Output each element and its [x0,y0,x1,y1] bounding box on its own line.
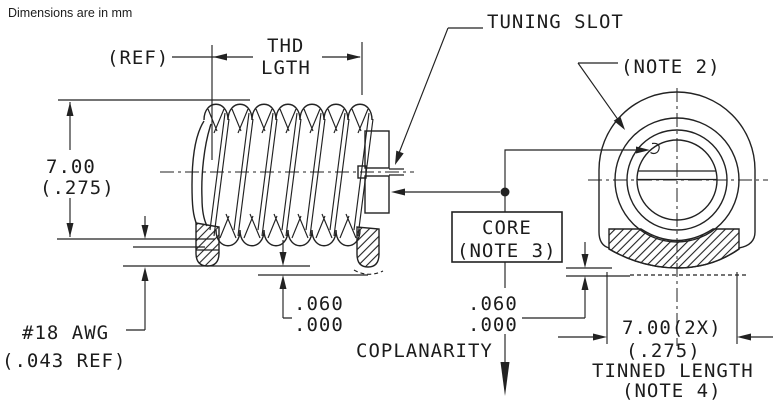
height-bottom-arrow [66,223,74,237]
ref-label: (REF) [107,47,169,69]
wire-gauge-label: #18 AWG [22,322,109,344]
tinned-length-note: (NOTE 4) [622,380,722,402]
thd-label: THD [267,35,304,57]
tuning-slot-label: TUNING SLOT [487,11,624,33]
note2-arrow [613,116,625,130]
tinned-length-label: TINNED LENGTH [592,360,754,382]
thd-right-arrow [347,53,361,61]
right-tinned-lead [356,226,380,268]
right-coplanarity-max: .060 [468,293,518,315]
wire-gauge-ref-label: (.043 REF) [2,350,126,372]
height-top-arrow [66,102,74,116]
tinned-length-right-arrow [737,333,751,341]
dimensions [57,27,773,396]
core-side-arrow [391,188,405,196]
tinned-band [608,228,740,269]
tinned-length-mm: 7.00(2X) [622,317,722,339]
leader-junction-dot [500,187,510,197]
coplanarity-label: COPLANARITY [356,340,493,362]
tinned-length-left-arrow [593,333,607,341]
wire-dia-up-arrow [141,267,149,281]
lgth-label: LGTH [261,57,311,79]
tuning-slot-arrow [395,150,404,165]
slot-hook-glyph [650,142,660,155]
core-label: CORE [482,217,532,239]
height-mm: 7.00 [46,156,96,178]
left-coplanarity-up-arrow [279,275,287,289]
right-coplanarity-down-arrow [581,254,589,268]
left-coplanarity-down-arrow [279,252,287,266]
core-label-box [451,211,563,263]
core-note-label: (NOTE 3) [457,240,557,262]
left-coplanarity-min: .000 [294,314,344,336]
right-coplanarity-min: .000 [468,314,518,336]
left-coplanarity-max: .060 [294,293,344,315]
units-note: Dimensions are in mm [8,6,132,20]
note2-label: (NOTE 2) [621,56,721,78]
wire-dia-down-arrow [141,225,149,239]
tinned-length-in: (.275) [626,340,701,362]
core-slot-arrow [636,146,650,154]
end-view [588,88,768,346]
tuning-core [357,130,404,214]
thd-left-arrow [213,53,227,61]
height-in: (.275) [40,177,115,199]
coil-spring [191,103,374,247]
right-lead-hidden-line [353,269,384,275]
left-tinned-lead [195,222,220,267]
coplanarity-datum-arrow [500,362,510,396]
right-coplanarity-up-arrow [581,276,589,290]
side-view [160,103,414,275]
